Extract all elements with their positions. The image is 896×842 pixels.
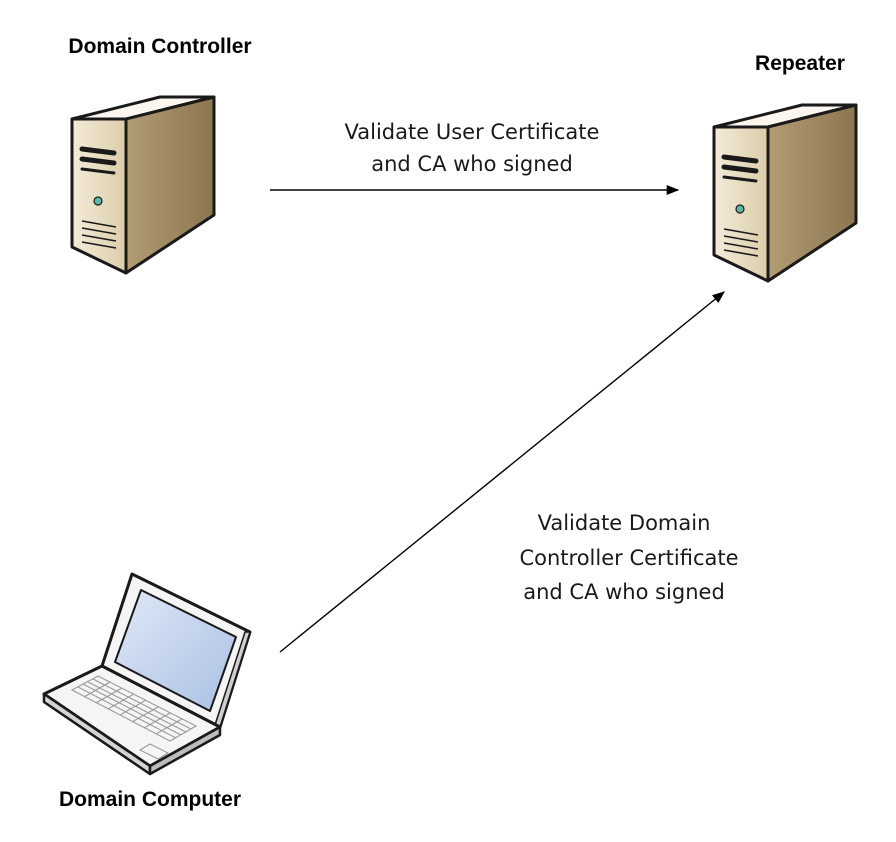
laptop-icon: [42, 572, 252, 776]
edge-label-line: Validate User Certificate: [345, 120, 600, 144]
domain-controller-label: Domain Controller: [68, 35, 251, 58]
edge-label-line: Controller Certificate: [519, 546, 738, 570]
server-tower-icon: [70, 95, 216, 275]
node-repeater: Repeater: [712, 52, 858, 283]
edge-label-line: and CA who signed: [523, 580, 725, 604]
edge-label-line: Validate Domain: [538, 511, 711, 535]
edge-label-line: and CA who signed: [371, 152, 573, 176]
edge-controller-to-repeater: Validate User Certificate and CA who sig…: [270, 120, 680, 196]
repeater-label: Repeater: [755, 52, 845, 75]
node-domain-controller: Domain Controller: [68, 35, 252, 275]
edge-computer-to-repeater: Validate Domain Controller Certificate a…: [279, 291, 739, 653]
arrow-computer-to-repeater: [279, 291, 725, 653]
node-domain-computer: Domain Computer: [42, 572, 252, 811]
domain-computer-label: Domain Computer: [59, 788, 241, 811]
server-tower-icon: [712, 103, 858, 283]
